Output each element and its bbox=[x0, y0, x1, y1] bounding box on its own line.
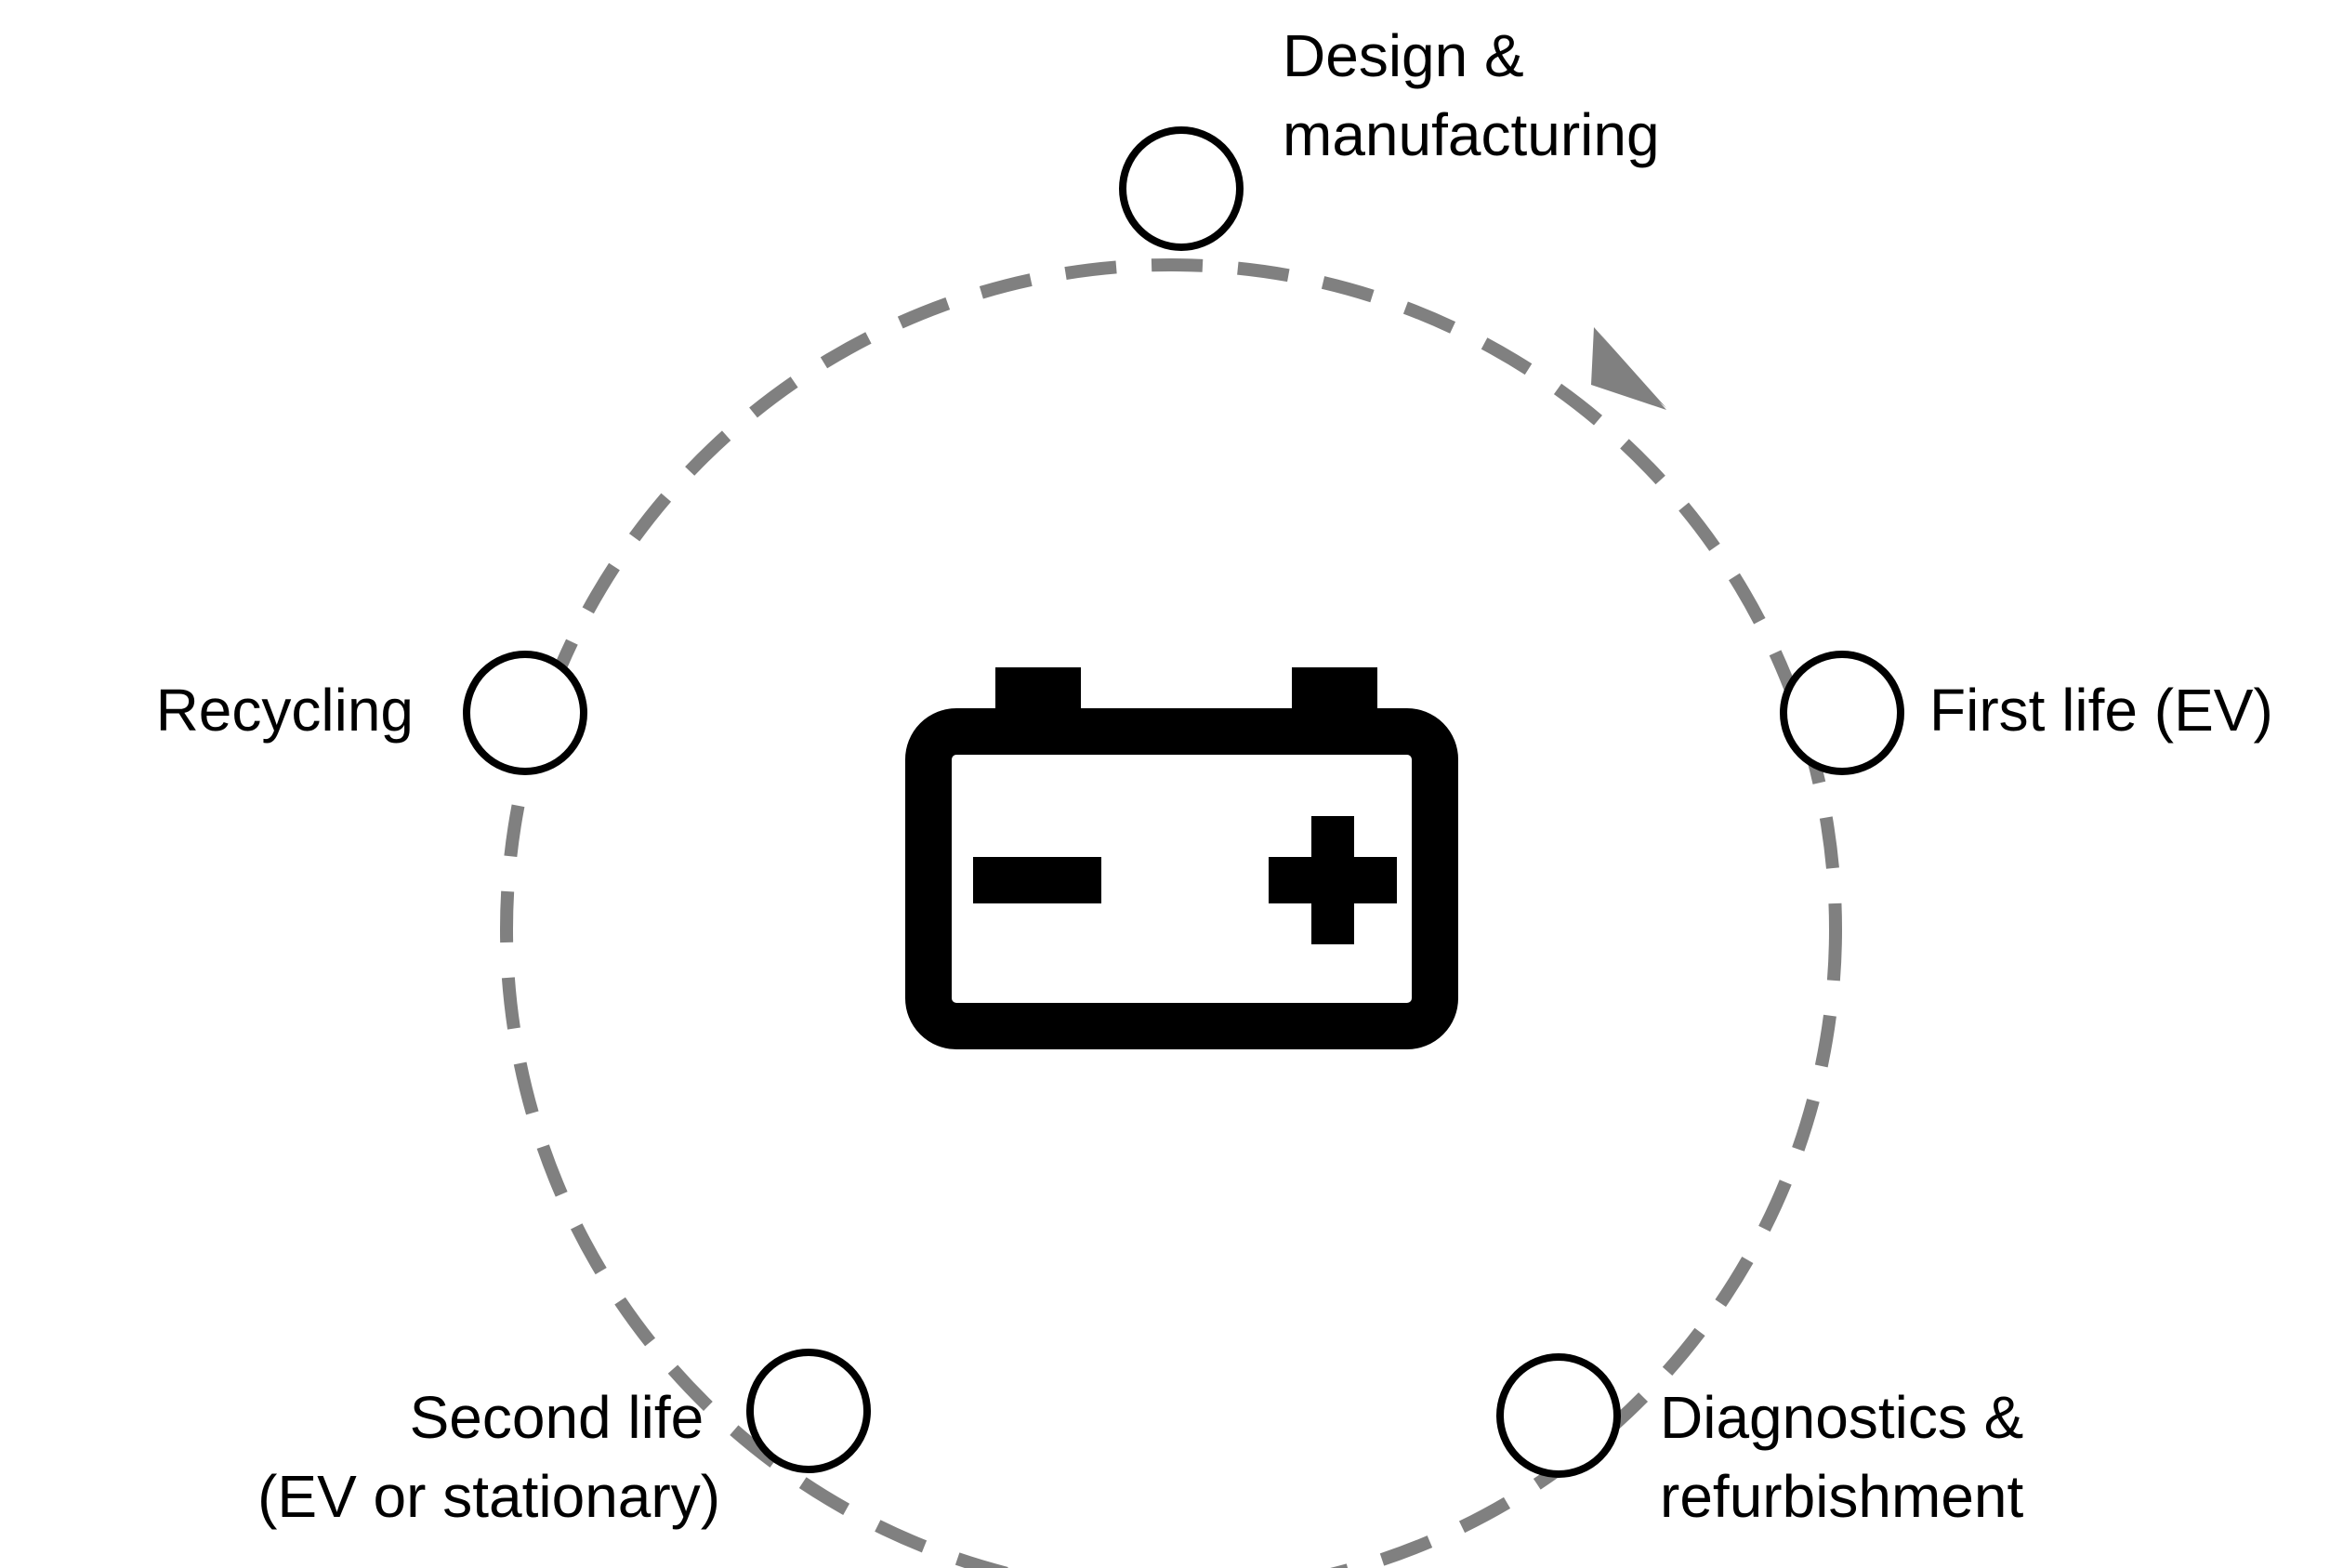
node-circle bbox=[1119, 126, 1244, 251]
node-circle bbox=[1496, 1353, 1621, 1478]
lifecycle-cycle-path bbox=[500, 258, 1842, 1568]
label-design: Design & manufacturing bbox=[1283, 22, 1660, 168]
label-recycling-line-1: Recycling bbox=[156, 677, 414, 744]
stage-node-recycling bbox=[463, 651, 587, 775]
label-diagnostics: Diagnostics & refurbishment bbox=[1660, 1384, 2040, 1530]
node-circle bbox=[1780, 651, 1904, 775]
node-circle bbox=[746, 1349, 871, 1473]
label-first-life-line-1: First life (EV) bbox=[1929, 677, 2273, 744]
stage-node-design bbox=[1119, 126, 1244, 251]
node-circle bbox=[463, 651, 587, 775]
minus-sign-icon bbox=[973, 857, 1101, 903]
battery-icon bbox=[905, 667, 1458, 1049]
label-first-life: First life (EV) bbox=[1929, 677, 2273, 744]
label-diagnostics-line-2: refurbishment bbox=[1660, 1463, 2024, 1530]
label-second-life: Second life (EV or stationary) bbox=[257, 1384, 720, 1530]
battery-body bbox=[905, 708, 1458, 1049]
label-design-line-2: manufacturing bbox=[1283, 101, 1660, 168]
cycle-direction-arrow-icon bbox=[1597, 330, 1666, 408]
label-second-life-line-1: Second life bbox=[410, 1384, 704, 1451]
plus-sign-vertical bbox=[1311, 816, 1354, 944]
label-recycling: Recycling bbox=[156, 677, 414, 744]
cycle-direction-arrowhead bbox=[1591, 327, 1666, 410]
label-second-life-line-2: (EV or stationary) bbox=[257, 1463, 720, 1530]
stage-node-diagnostics bbox=[1496, 1353, 1621, 1478]
stage-node-first-life bbox=[1780, 651, 1904, 775]
label-diagnostics-line-1: Diagnostics & bbox=[1660, 1384, 2023, 1451]
stage-node-second-life bbox=[746, 1349, 871, 1473]
label-design-line-1: Design & bbox=[1283, 22, 1524, 89]
